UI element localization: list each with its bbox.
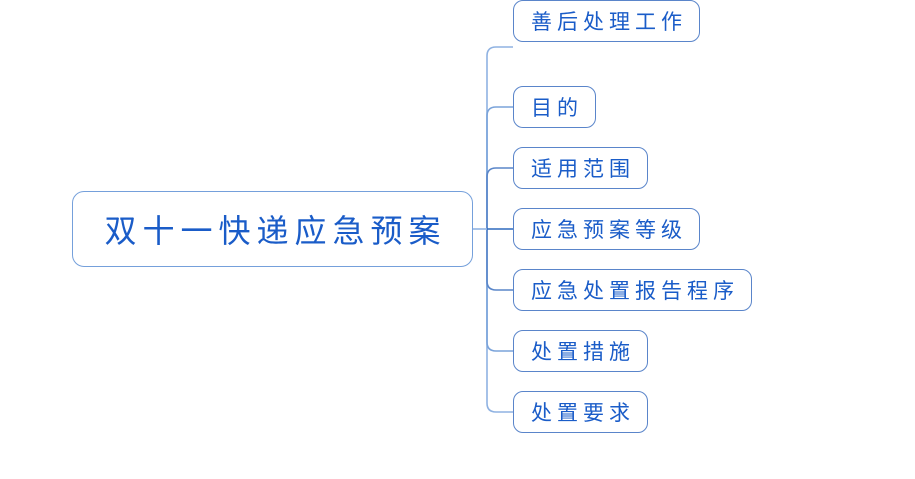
child-node-label: 目的 <box>531 96 583 120</box>
child-node-aftermath: 善后处理工作 <box>513 0 700 42</box>
child-node-label: 应急处置报告程序 <box>531 279 739 303</box>
connector-branch-level <box>486 167 513 229</box>
connector-branch-aftermath <box>486 229 513 413</box>
child-node-level: 应急预案等级 <box>513 208 700 250</box>
child-node-purpose: 目的 <box>513 86 596 128</box>
child-node-requirements: 处置要求 <box>513 391 648 433</box>
connector-branch-purpose <box>486 46 513 229</box>
child-node-scope: 适用范围 <box>513 147 648 189</box>
child-node-label: 应急预案等级 <box>531 218 687 242</box>
child-node-label: 处置要求 <box>531 401 635 425</box>
root-node-label: 双十一快递应急预案 <box>104 213 447 249</box>
root-node: 双十一快递应急预案 <box>72 191 473 267</box>
connector-branch-scope <box>486 106 513 229</box>
child-node-label: 处置措施 <box>531 340 635 364</box>
child-node-label: 适用范围 <box>531 157 635 181</box>
child-node-report-procedure: 应急处置报告程序 <box>513 269 752 311</box>
child-node-label: 善后处理工作 <box>531 10 687 34</box>
child-node-measures: 处置措施 <box>513 330 648 372</box>
connector-branch-measures <box>486 229 513 291</box>
connector-branch-requirements <box>486 229 513 352</box>
